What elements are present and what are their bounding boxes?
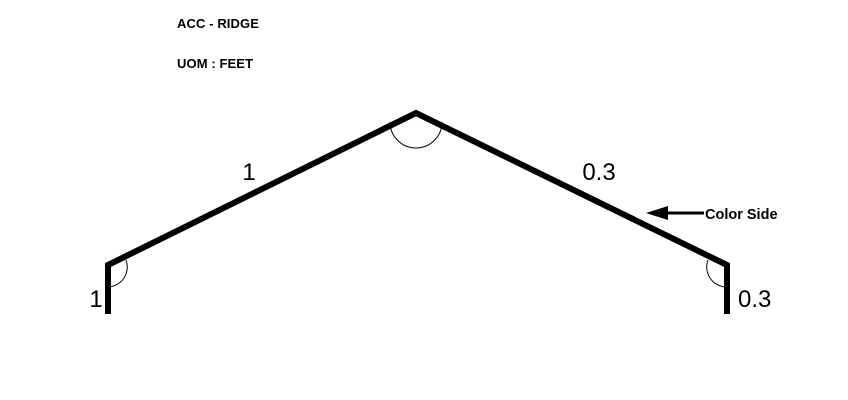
right-slope-dimension: 0.3	[582, 159, 615, 186]
right-corner-angle-arc	[706, 259, 727, 288]
profile-title: ACC - RIDGE	[177, 16, 259, 31]
ridge-profile-line	[105, 109, 730, 314]
unit-of-measure-label: UOM : FEET	[177, 56, 254, 71]
left-corner-angle-arc	[107, 259, 128, 288]
color-side-arrow-icon	[646, 206, 704, 220]
right-leg-dimension: 0.3	[738, 286, 771, 313]
apex-angle-arc	[389, 121, 443, 149]
color-side-label: Color Side	[705, 207, 778, 223]
left-slope-dimension: 1	[242, 159, 255, 186]
left-leg-dimension: 1	[89, 286, 102, 313]
